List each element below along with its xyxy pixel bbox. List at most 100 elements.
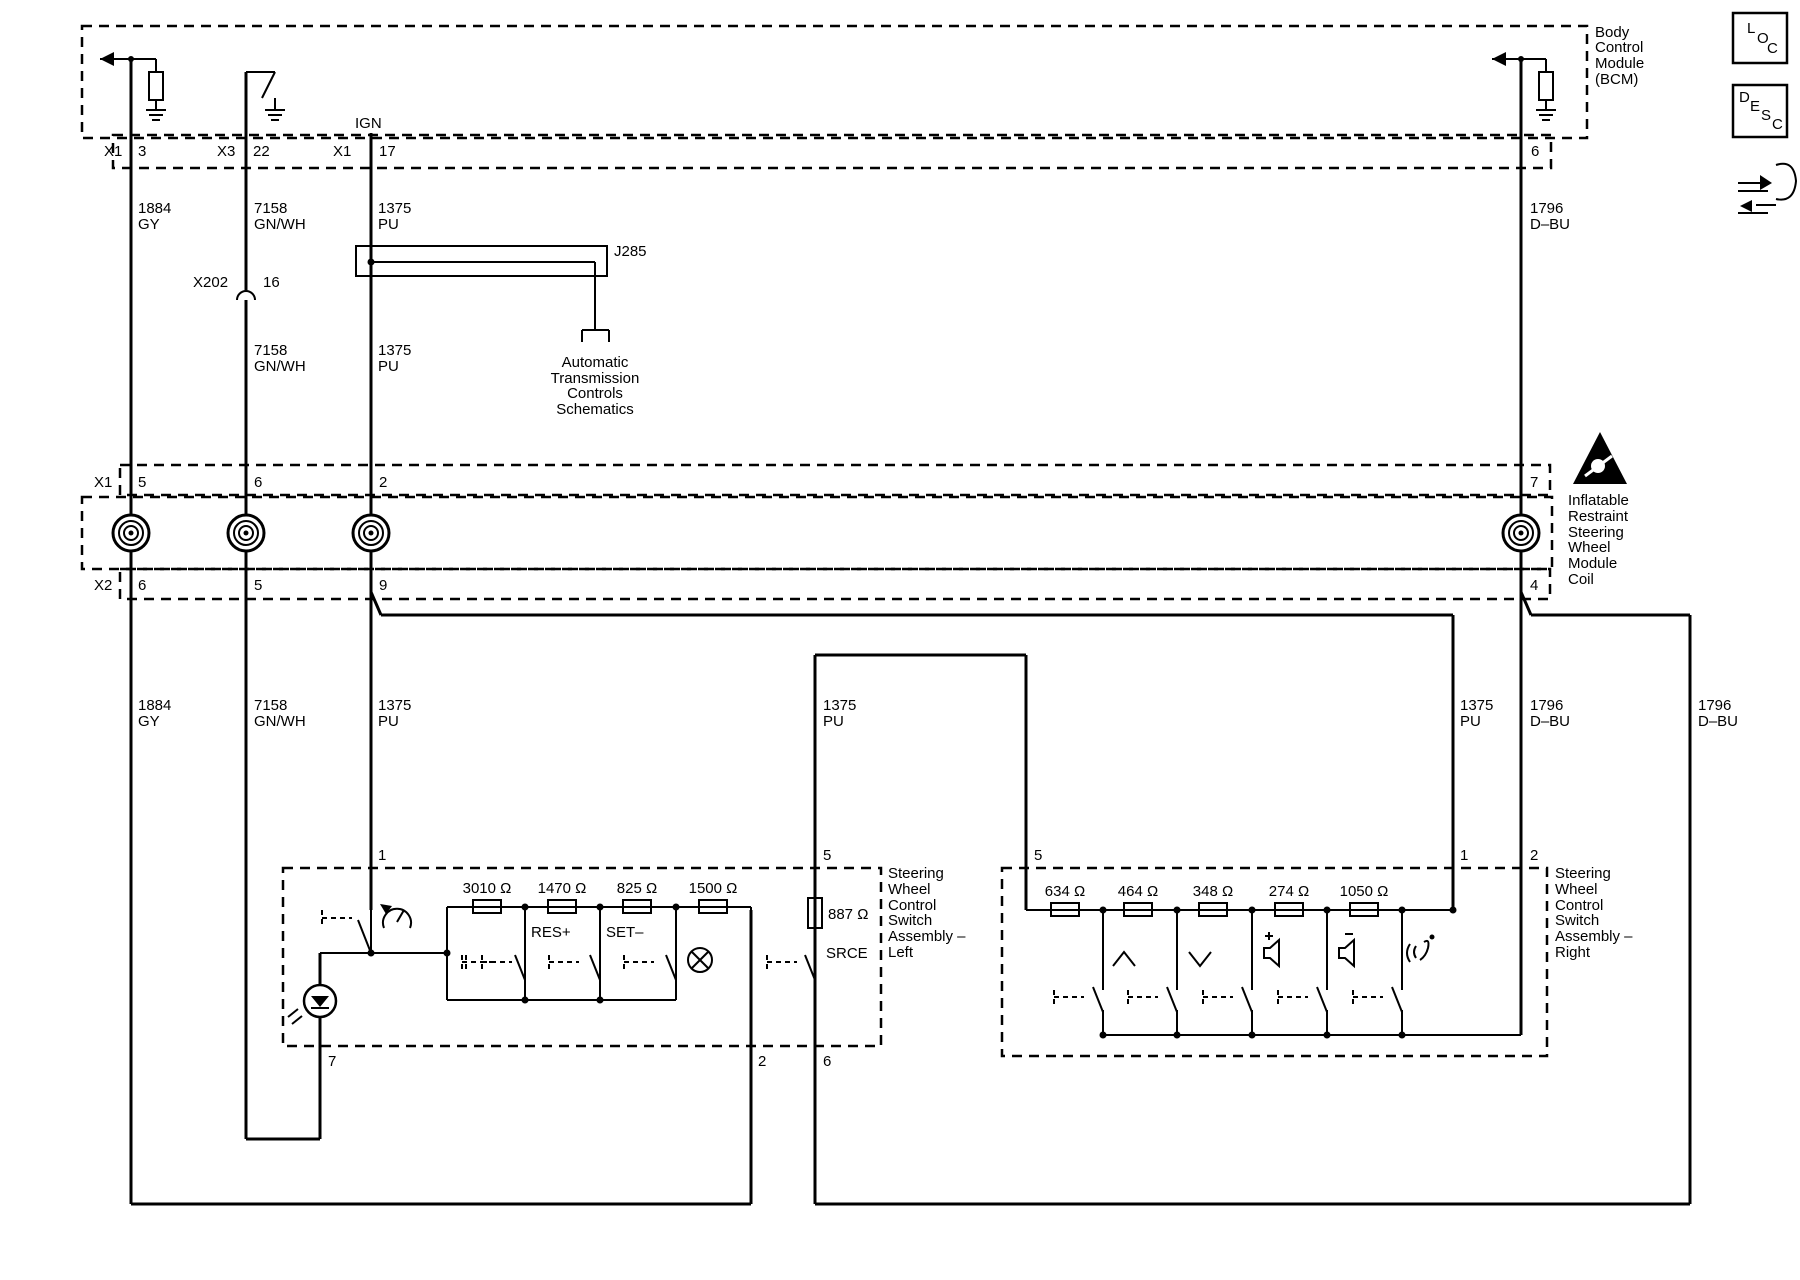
right-switch-boundary bbox=[1000, 866, 1549, 1058]
srce-switch: 887 Ω SRCE bbox=[766, 897, 868, 981]
coil-label-line: Steering bbox=[1568, 524, 1624, 541]
volume-down-icon bbox=[1338, 933, 1355, 969]
resistor-464: 464 Ω bbox=[1118, 883, 1158, 917]
coil-label-line: Wheel bbox=[1568, 539, 1611, 556]
atc-reference-label: Automatic Transmission Controls Schemati… bbox=[551, 354, 640, 418]
resistor-value-label: 887 Ω bbox=[828, 906, 868, 923]
loc-letter: O bbox=[1757, 30, 1769, 47]
led-indicator-icon bbox=[287, 983, 338, 1025]
cruise-control-icon bbox=[380, 904, 412, 929]
wire-label: PU bbox=[378, 216, 399, 233]
bcm-input-right-icon bbox=[1492, 52, 1556, 121]
pin-label: 16 bbox=[263, 274, 280, 291]
resistor-348: 348 Ω bbox=[1193, 883, 1233, 917]
resistor-value-label: 464 Ω bbox=[1118, 883, 1158, 900]
desc-letter: S bbox=[1761, 107, 1771, 124]
resistor-value-label: 634 Ω bbox=[1045, 883, 1085, 900]
wire-label: 1375 bbox=[823, 697, 856, 714]
wire-label: PU bbox=[823, 713, 844, 730]
wire-label: 1796 bbox=[1530, 697, 1563, 714]
bcm-ground-switch-icon bbox=[246, 71, 285, 121]
wire-label: 1375 bbox=[378, 342, 411, 359]
connector-label-x3: X3 bbox=[217, 143, 235, 160]
desc-letter: D bbox=[1739, 89, 1750, 106]
left-switch-label-line: Steering bbox=[888, 865, 944, 882]
resistor-value-label: 1500 Ω bbox=[689, 880, 738, 897]
pin-label: 6 bbox=[254, 474, 262, 491]
pin-label: 3 bbox=[138, 143, 146, 160]
connector-label-x2: X2 bbox=[94, 577, 112, 594]
switch-label-srce: SRCE bbox=[826, 945, 868, 962]
left-switch-label-line: Assembly – bbox=[888, 928, 966, 945]
coil-spring-icon bbox=[351, 513, 391, 553]
wire-label: 1884 bbox=[138, 200, 171, 217]
connector-label-x1: X1 bbox=[333, 143, 351, 160]
switch-set-minus: SET– bbox=[548, 903, 644, 1004]
volume-up-icon bbox=[1263, 932, 1280, 969]
switch-actuator bbox=[1053, 990, 1084, 1004]
coil-label-line: Restraint bbox=[1568, 508, 1629, 525]
bcm-label-line: Body bbox=[1595, 24, 1630, 41]
resistor-1050: 1050 Ω bbox=[1340, 883, 1388, 917]
resistor-274: 274 Ω bbox=[1269, 883, 1309, 917]
pin-label: 7 bbox=[1530, 474, 1538, 491]
wire-label: GN/WH bbox=[254, 358, 306, 375]
coil-label-line: Coil bbox=[1568, 571, 1594, 588]
wire-1375: 1375 PU 1375 PU 1375 PU J285 Automatic T… bbox=[355, 133, 647, 910]
atc-label-line: Schematics bbox=[556, 401, 634, 418]
bcm-label-line: (BCM) bbox=[1595, 71, 1638, 88]
wire-label: GN/WH bbox=[254, 713, 306, 730]
pin-label: 9 bbox=[379, 577, 387, 594]
pin-label: 5 bbox=[254, 577, 262, 594]
wire-label: GN/WH bbox=[254, 216, 306, 233]
coil-x1-strip bbox=[118, 463, 1552, 497]
pin-label: 17 bbox=[379, 143, 396, 160]
left-switch-label-line: Left bbox=[888, 944, 914, 961]
pin-label: 7 bbox=[328, 1053, 336, 1070]
pin-label: 1 bbox=[1460, 847, 1468, 864]
cruise-cancel-icon bbox=[687, 947, 713, 973]
bcm-input-left-icon bbox=[100, 52, 166, 121]
coil-x2-strip bbox=[118, 567, 1552, 601]
connector-end-view-icon[interactable] bbox=[1738, 162, 1798, 214]
switch-actuator bbox=[548, 955, 579, 969]
resistor-1500: 1500 Ω bbox=[689, 880, 738, 914]
pin-label: 5 bbox=[138, 474, 146, 491]
location-view-button[interactable]: L O C bbox=[1731, 11, 1789, 65]
right-switch-label-line: Switch bbox=[1555, 912, 1599, 929]
right-switch-label-line: Assembly – bbox=[1555, 928, 1633, 945]
voice-recognition-icon bbox=[1406, 934, 1435, 963]
pin-label: 6 bbox=[1531, 143, 1539, 160]
switch-actuator bbox=[481, 955, 512, 969]
connector-label-x1: X1 bbox=[94, 474, 112, 491]
resistor-634: 634 Ω bbox=[1045, 883, 1085, 917]
pin-label: 2 bbox=[1530, 847, 1538, 864]
pin-label: 5 bbox=[823, 847, 831, 864]
coil-spring-icon bbox=[1501, 513, 1541, 553]
resistor-value-label: 1470 Ω bbox=[538, 880, 587, 897]
switch-label-set: SET– bbox=[606, 924, 644, 941]
switch-res-plus: RES+ bbox=[481, 903, 571, 1004]
desc-letter: E bbox=[1750, 98, 1760, 115]
bcm-label: Body Control Module (BCM) bbox=[1595, 24, 1644, 88]
seek-up-icon bbox=[1112, 950, 1136, 967]
j285-splice-pack bbox=[355, 245, 608, 277]
wire-label: 7158 bbox=[254, 342, 287, 359]
wire-label: PU bbox=[378, 713, 399, 730]
resistor-value-label: 3010 Ω bbox=[463, 880, 512, 897]
switch-actuator bbox=[1202, 990, 1233, 1004]
steering-wheel-coil: X1 5 6 2 7 X2 6 5 9 4 Inflatable Restrai… bbox=[80, 432, 1629, 601]
bcm-module: Body Control Module (BCM) bbox=[80, 24, 1644, 170]
wire-1884: 1884 GY 1884 GY bbox=[129, 59, 171, 1204]
left-switch-label: Steering Wheel Control Switch Assembly –… bbox=[888, 865, 966, 961]
description-view-button[interactable]: D E S C bbox=[1731, 83, 1789, 139]
coil-label-line: Inflatable bbox=[1568, 492, 1629, 509]
switch-volume-down bbox=[1277, 906, 1355, 1039]
switch-actuator bbox=[1352, 990, 1383, 1004]
seek-down-icon bbox=[1188, 951, 1212, 968]
atc-label-line: Transmission bbox=[551, 370, 640, 387]
wire-label: PU bbox=[378, 358, 399, 375]
switch-actuator bbox=[1127, 990, 1158, 1004]
pin-label: 2 bbox=[758, 1053, 766, 1070]
right-switch-label-line: Steering bbox=[1555, 865, 1611, 882]
